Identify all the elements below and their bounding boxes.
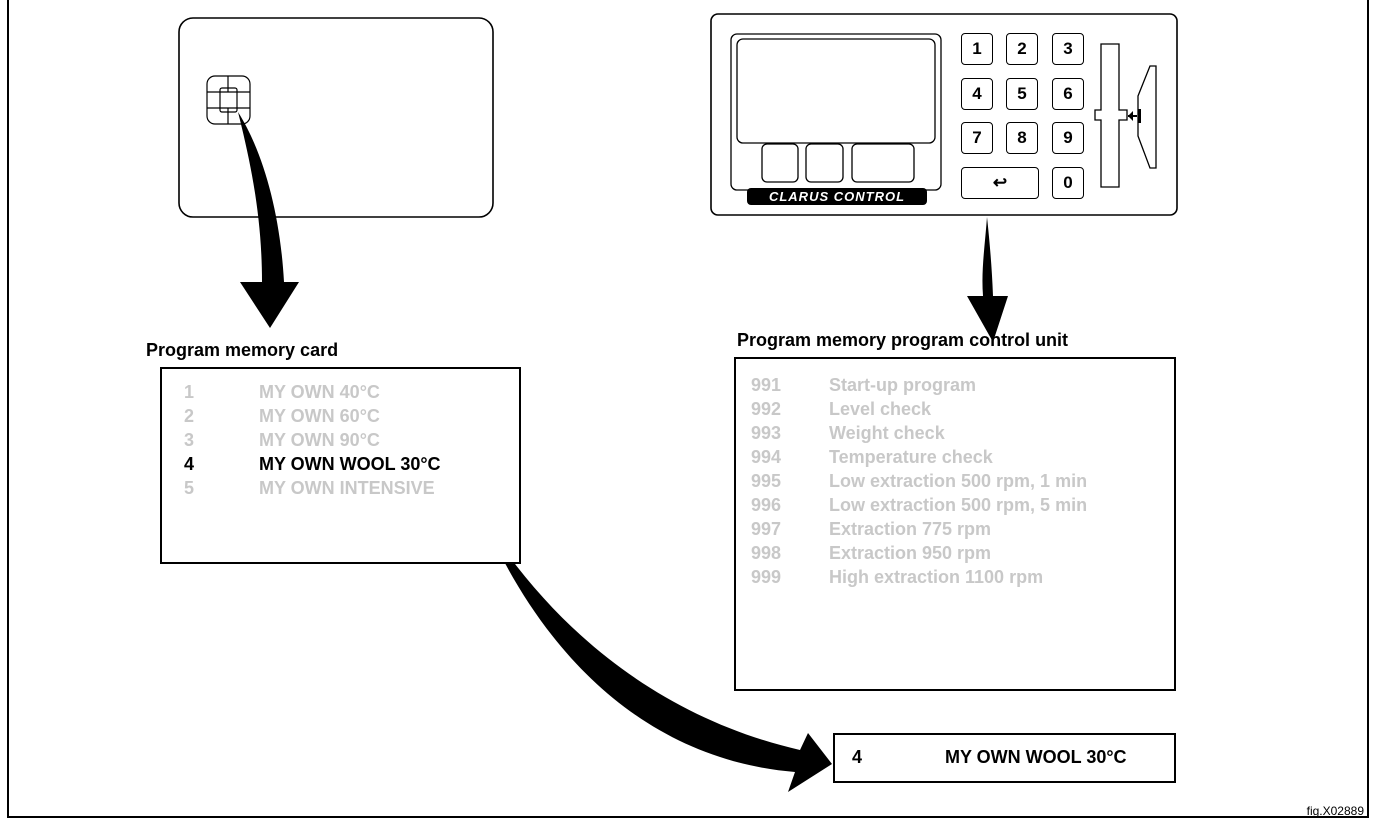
key-4[interactable]: 4: [961, 78, 993, 110]
card-caption: Program memory card: [146, 340, 339, 360]
figure-frame: [7, 0, 1369, 818]
soft-button-2: [805, 143, 844, 183]
key-6[interactable]: 6: [1052, 78, 1084, 110]
key-9[interactable]: 9: [1052, 122, 1084, 154]
selected-program-number: 4: [852, 747, 863, 767]
selected-program-label: MY OWN WOOL 30°C: [945, 747, 1127, 767]
selected-program-box: 4 MY OWN WOOL 30°C: [833, 733, 1176, 783]
key-3[interactable]: 3: [1052, 33, 1084, 65]
figure-reference: fig.X02889: [1306, 804, 1364, 818]
insert-card-icon: [1128, 109, 1141, 123]
key-1[interactable]: 1: [961, 33, 993, 65]
control-unit-caption: Program memory program control unit: [737, 330, 1069, 350]
key-2[interactable]: 2: [1006, 33, 1038, 65]
key-8[interactable]: 8: [1006, 122, 1038, 154]
panel-display: [736, 38, 936, 144]
smart-card: [178, 17, 494, 218]
key-0[interactable]: 0: [1052, 167, 1084, 199]
card-chip-icon: [206, 75, 251, 125]
soft-button-3: [851, 143, 915, 183]
key-5[interactable]: 5: [1006, 78, 1038, 110]
key-7[interactable]: 7: [961, 122, 993, 154]
key-enter[interactable]: ↩: [961, 167, 1039, 199]
arrow-panel-to-list: [967, 217, 1008, 342]
card-slot-flap: [1137, 65, 1157, 169]
soft-button-1: [761, 143, 799, 183]
brand-logo: CLARUS CONTROL: [747, 188, 927, 205]
arrow-list-to-result: [483, 518, 832, 792]
arrow-chip-to-list: [238, 112, 299, 328]
card-slot: [1094, 43, 1128, 188]
